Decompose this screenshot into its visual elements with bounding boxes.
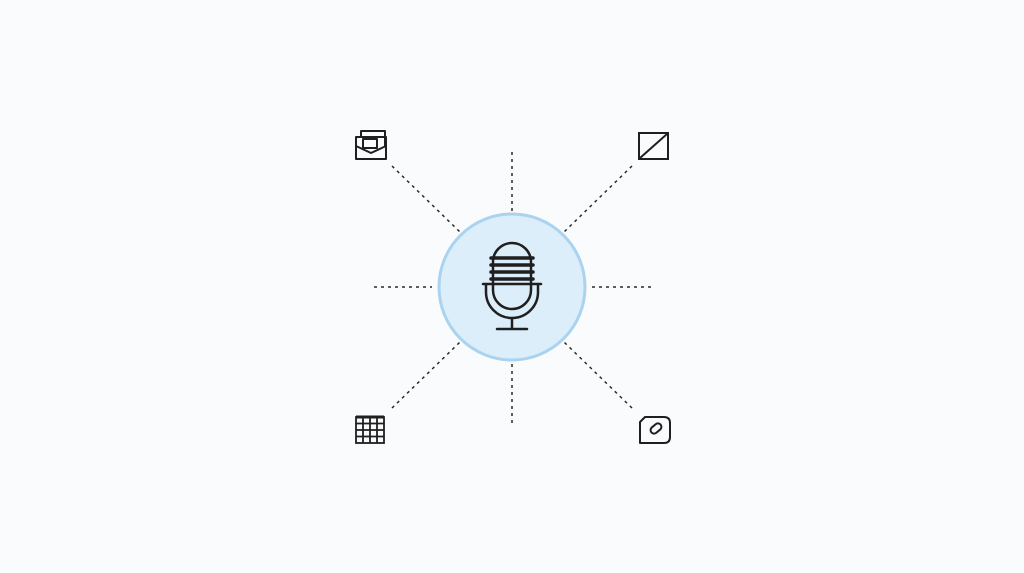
connector-top-right <box>563 165 633 233</box>
connector-bottom-right <box>563 341 633 409</box>
connector-lines <box>374 152 652 424</box>
email-envelope-icon <box>355 130 387 160</box>
connector-top-left <box>391 165 461 233</box>
center-hub-circle <box>437 212 587 362</box>
tag-icon <box>639 416 671 444</box>
image-placeholder-icon <box>638 132 669 160</box>
microphone-icon <box>481 241 543 331</box>
grid-table-icon <box>355 415 385 444</box>
connector-bottom-left <box>391 341 461 409</box>
